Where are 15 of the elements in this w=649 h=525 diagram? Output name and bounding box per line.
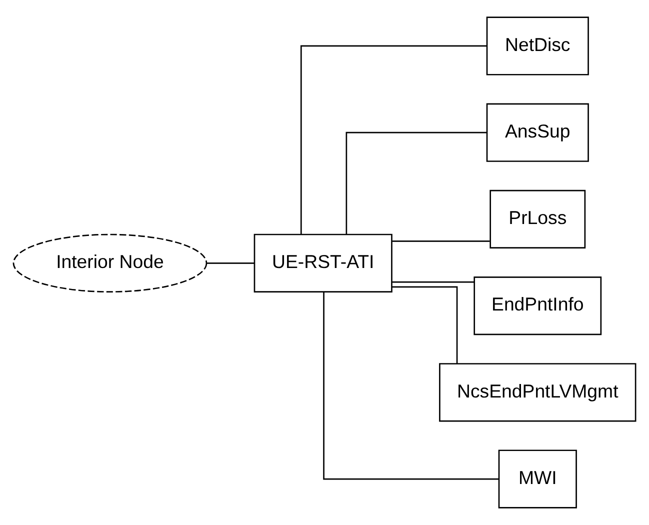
connector	[392, 240, 490, 242]
connector	[323, 292, 499, 480]
node-box: MWI	[498, 450, 577, 508]
connector	[346, 132, 487, 234]
node-box: NetDisc	[486, 16, 589, 76]
connector	[300, 45, 487, 234]
node-box: AnsSup	[486, 103, 589, 162]
connector	[392, 281, 474, 283]
node-ellipse: Interior Node	[12, 234, 208, 292]
node-box: EndPntInfo	[474, 276, 602, 336]
node-box: UE-RST-ATI	[254, 234, 392, 292]
node-box: NcsEndPntLVMgmt	[439, 363, 636, 422]
node-box: PrLoss	[490, 190, 586, 248]
connector	[392, 286, 458, 364]
connector	[206, 262, 254, 264]
